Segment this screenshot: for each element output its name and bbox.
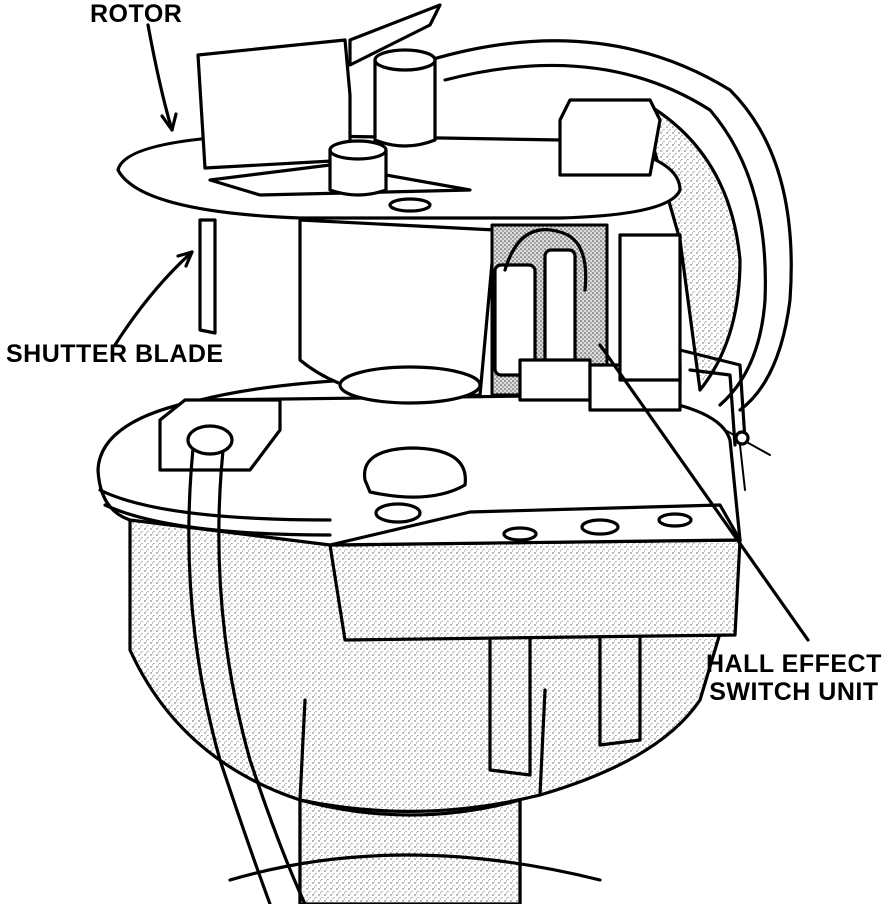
hall-effect-label-line2: SWITCH UNIT [709, 678, 879, 706]
rotor-body [196, 3, 662, 197]
wire-harness [158, 398, 307, 904]
rotor-leader-line [146, 23, 174, 132]
shutter-blade-leader-line [113, 250, 194, 347]
rotor-shaft [298, 218, 497, 405]
rotor-leader-arrowhead [160, 112, 178, 132]
mounting-plate [328, 446, 742, 642]
rotor-label: ROTOR [90, 0, 183, 28]
shutter-blade [198, 218, 217, 335]
shutter-blade-label: SHUTTER BLADE [6, 340, 224, 368]
callout-leaders [113, 23, 810, 642]
hall-effect-switch-label: HALL EFFECT SWITCH UNIT [706, 650, 882, 706]
hall-effect-switch [490, 223, 771, 491]
hall-effect-leader-line [598, 343, 810, 642]
hall-effect-label-line1: HALL EFFECT [706, 650, 882, 678]
shutter-blade-leader-arrowhead [176, 250, 194, 268]
